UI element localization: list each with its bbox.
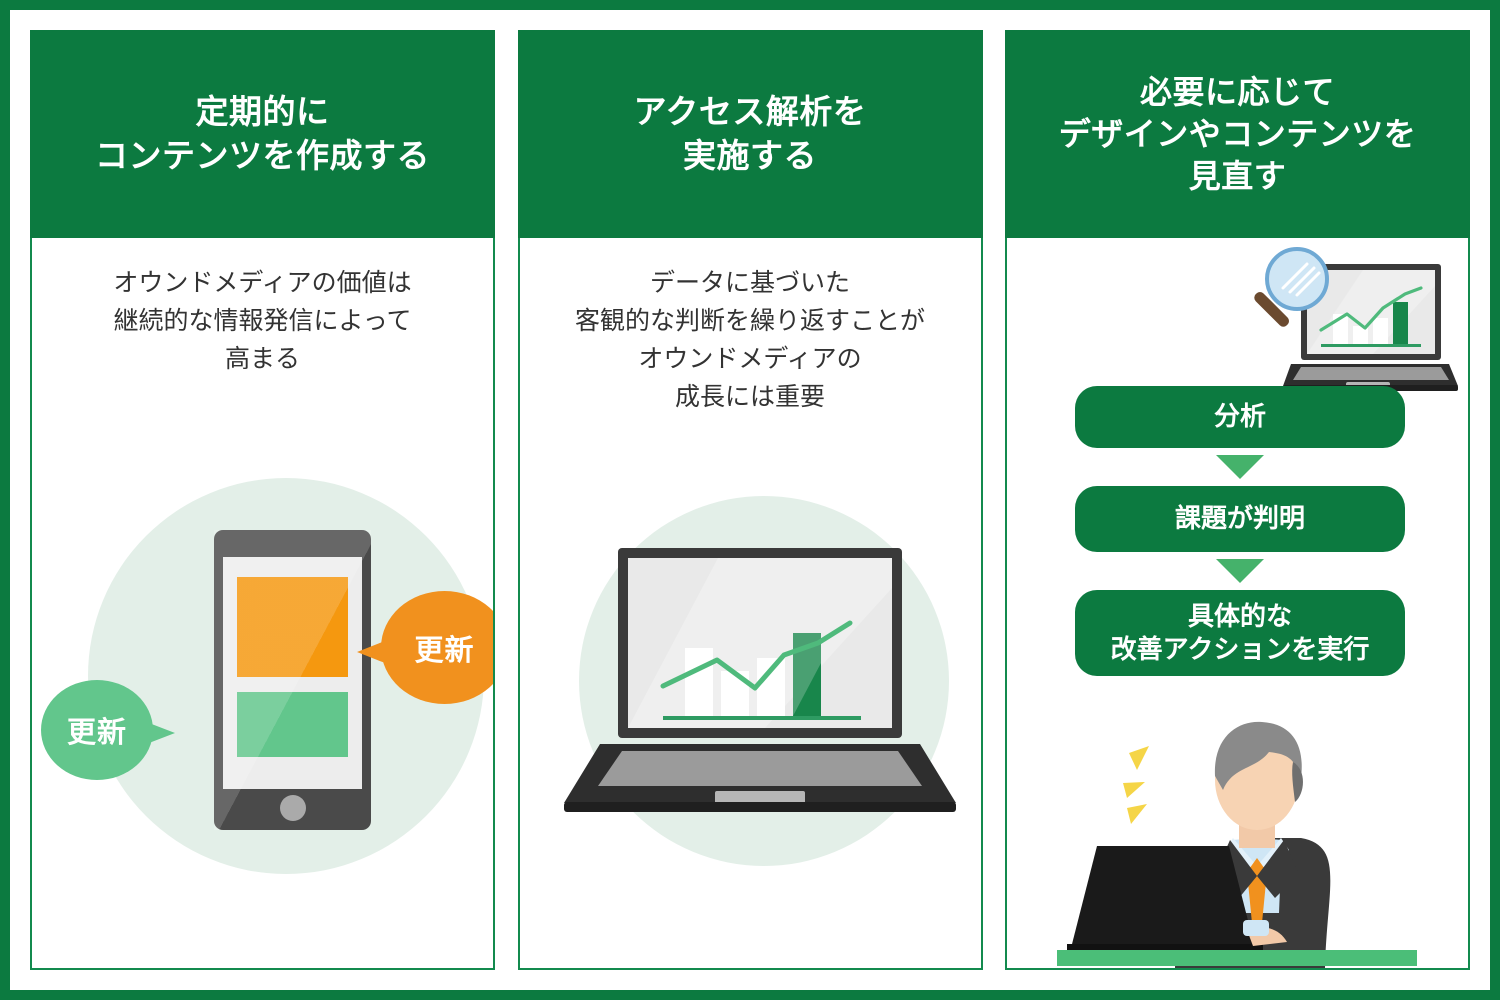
laptop-icon	[1071, 846, 1255, 948]
panel-1-header-text: 定期的に コンテンツを作成する	[95, 93, 430, 174]
smartphone-icon	[214, 530, 371, 830]
panel-row: 定期的に コンテンツを作成する オウンドメディアの価値は 継続的な情報発信によっ…	[30, 30, 1470, 970]
businessman-at-laptop-illustration	[1057, 721, 1417, 968]
laptop-chart-illustration	[520, 488, 981, 928]
panel-access-analysis: アクセス解析を 実施する データに基づいた 客観的な判断を繰り返すことが オウン…	[517, 30, 983, 970]
magnifier-icon	[1254, 247, 1329, 327]
panel-3-header: 必要に応じて デザインやコンテンツを 見直す	[1005, 30, 1470, 238]
panel-2-description: データに基づいた 客観的な判断を繰り返すことが オウンドメディアの 成長には重要	[574, 269, 925, 411]
content-block-green	[237, 692, 348, 757]
magnifier-laptop-illustration	[1254, 247, 1458, 391]
flow-step-action: 具体的な 改善アクションを実行	[1075, 590, 1405, 676]
hair	[1214, 721, 1302, 790]
laptop-icon	[563, 548, 956, 812]
flow-arrow-down-icon	[1216, 455, 1264, 479]
flow-step-analysis-label: 分析	[1213, 401, 1266, 432]
panel-2-header: アクセス解析を 実施する	[517, 30, 983, 238]
flow-step-issue-found: 課題が判明	[1075, 486, 1405, 552]
bubble-tail-icon	[149, 723, 175, 743]
panel-1-header: 定期的に コンテンツを作成する	[30, 30, 495, 238]
panel-2-header-text: アクセス解析を 実施する	[633, 93, 867, 174]
update-bubble-green: 更新	[41, 680, 175, 780]
flow-step-analysis: 分析	[1075, 386, 1405, 448]
flow-step-issue-found-label: 課題が判明	[1174, 503, 1305, 534]
smartphone-update-illustration: 更新 更新	[32, 468, 493, 938]
panel-1-body: オウンドメディアの価値は 継続的な情報発信によって 高まる 更新	[30, 238, 495, 970]
review-flow: 分析 課題が判明 具体的な 改善アクションを実行	[1075, 386, 1405, 676]
panel-3-header-text: 必要に応じて デザインやコンテンツを 見直す	[1058, 73, 1417, 195]
panel-review-design: 必要に応じて デザインやコンテンツを 見直す	[1005, 30, 1470, 970]
phone-home-button	[279, 795, 306, 821]
flow-arrow-down-icon	[1216, 559, 1264, 583]
content-block-orange	[237, 577, 348, 677]
flow-step-action-label: 具体的な 改善アクションを実行	[1110, 600, 1370, 664]
phone-screen	[223, 557, 362, 789]
desk	[1057, 950, 1417, 966]
panel-regular-content: 定期的に コンテンツを作成する オウンドメディアの価値は 継続的な情報発信によっ…	[30, 30, 495, 970]
panel-3-body: 分析 課題が判明 具体的な 改善アクションを実行	[1005, 238, 1470, 970]
cuff	[1243, 920, 1269, 936]
update-bubble-orange-label: 更新	[414, 634, 475, 667]
update-bubble-green-label: 更新	[66, 717, 127, 749]
panel-2-body: データに基づいた 客観的な判断を繰り返すことが オウンドメディアの 成長には重要	[517, 238, 983, 970]
bubble-tail-icon	[357, 641, 385, 663]
update-bubble-orange: 更新	[357, 591, 493, 704]
spark-icon	[1123, 746, 1149, 824]
panel-1-description: オウンドメディアの価値は 継続的な情報発信によって 高まる	[113, 269, 412, 373]
